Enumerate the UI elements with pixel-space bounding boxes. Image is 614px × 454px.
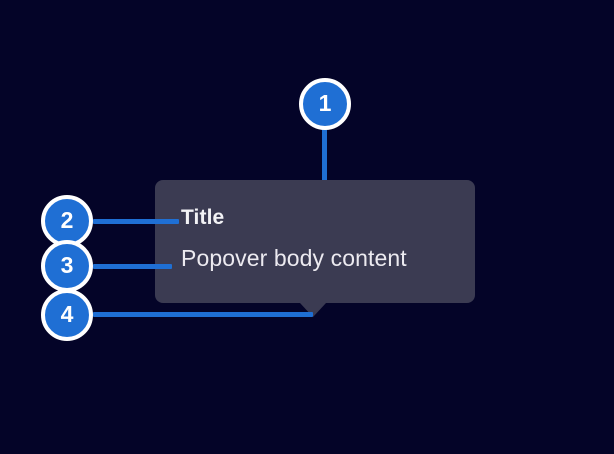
annotation-marker-4[interactable]: 4 bbox=[41, 289, 93, 341]
connector-line-3 bbox=[93, 264, 172, 269]
connector-line-1 bbox=[322, 128, 327, 202]
annotation-marker-4-label: 4 bbox=[60, 300, 74, 327]
connector-line-4 bbox=[93, 312, 313, 317]
popover-body: Popover body content bbox=[181, 245, 407, 271]
annotation-marker-1[interactable]: 1 bbox=[299, 78, 351, 130]
annotation-marker-2-label: 2 bbox=[60, 206, 74, 233]
annotation-marker-3[interactable]: 3 bbox=[41, 240, 93, 292]
annotation-marker-1-label: 1 bbox=[318, 89, 332, 116]
connector-line-2 bbox=[93, 219, 179, 224]
annotation-marker-3-label: 3 bbox=[60, 251, 74, 278]
annotation-marker-2[interactable]: 2 bbox=[41, 195, 93, 247]
popover-container: Title Popover body content bbox=[155, 180, 475, 303]
popover-title: Title bbox=[181, 206, 225, 229]
